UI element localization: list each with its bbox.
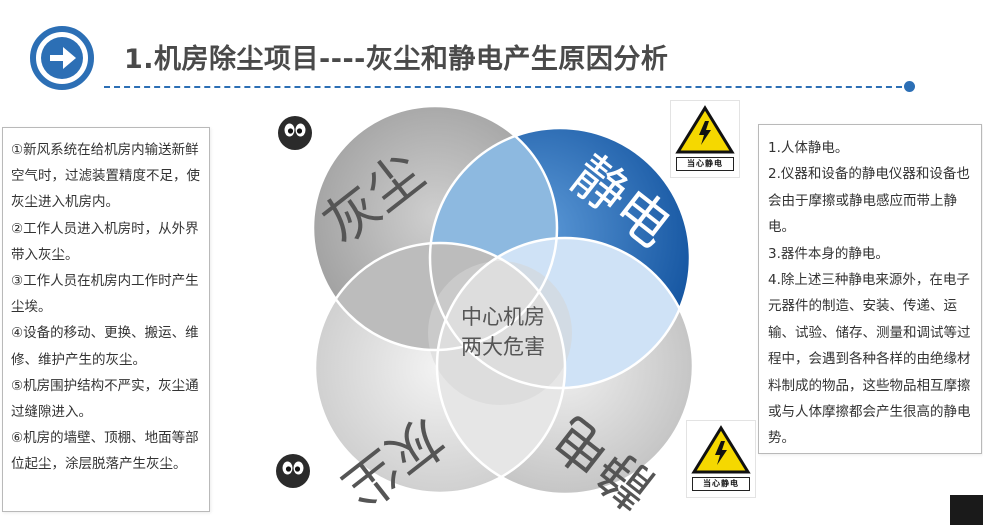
static-warning-sign-icon <box>675 105 735 154</box>
dust-cause-item: ⑥机房的墙壁、顶棚、地面等部位起尘，涂层脱落产生灰尘。 <box>11 430 199 473</box>
dust-causes-panel: ①新风系统在给机房内输送新鲜空气时，过滤装置精度不足，使灰尘进入机房内。 ②工作… <box>2 127 210 512</box>
dust-cause-item: ①新风系统在给机房内输送新鲜空气时，过滤装置精度不足，使灰尘进入机房内。 <box>11 142 200 211</box>
dust-cause-item: ③工作人员在机房内工作时产生尘埃。 <box>11 273 199 316</box>
static-cause-item: 3.器件本身的静电。 <box>768 245 889 262</box>
sign-label: 当心静电 <box>676 157 734 171</box>
eyes-icon <box>278 116 312 150</box>
page-title: 1.机房除尘项目----灰尘和静电产生原因分析 <box>124 44 669 75</box>
venn-center-line2: 两大危害 <box>461 335 545 359</box>
venn-center-area <box>428 261 572 405</box>
sign-label: 当心静电 <box>692 477 750 491</box>
title-divider-dot <box>904 81 915 92</box>
static-causes-panel: 1.人体静电。 2.仪器和设备的静电仪器和设备也会由于摩擦或静电感应而带上静电。… <box>758 124 982 454</box>
page-corner-tab <box>950 495 983 525</box>
arrow-right-circle-icon <box>30 26 94 90</box>
eyes-icon <box>276 454 310 488</box>
dust-cause-item: ④设备的移动、更换、搬运、维修、维护产生的灰尘。 <box>11 325 199 368</box>
static-cause-item: 2.仪器和设备的静电仪器和设备也会由于摩擦或静电感应而带上静电。 <box>768 166 970 236</box>
dust-cause-item: ⑤机房围护结构不严实，灰尘通过缝隙进入。 <box>11 377 199 421</box>
dust-cause-item: ②工作人员进入机房时，从外界带入灰尘。 <box>11 220 199 263</box>
static-cause-item: 1.人体静电。 <box>768 140 849 156</box>
static-warning-sign: 当心静电 <box>686 420 756 498</box>
venn-center-line1: 中心机房 <box>461 305 545 329</box>
venn-diagram: 灰尘 静电 灰尘 静电 中心机房 两大危害 <box>312 104 695 521</box>
title-divider <box>104 86 912 88</box>
static-cause-item: 4.除上述三种静电来源外，在电子元器件的制造、安装、传递、运输、试验、储存、测量… <box>768 272 971 447</box>
static-warning-sign: 当心静电 <box>670 100 740 178</box>
static-warning-sign-icon <box>691 425 751 474</box>
